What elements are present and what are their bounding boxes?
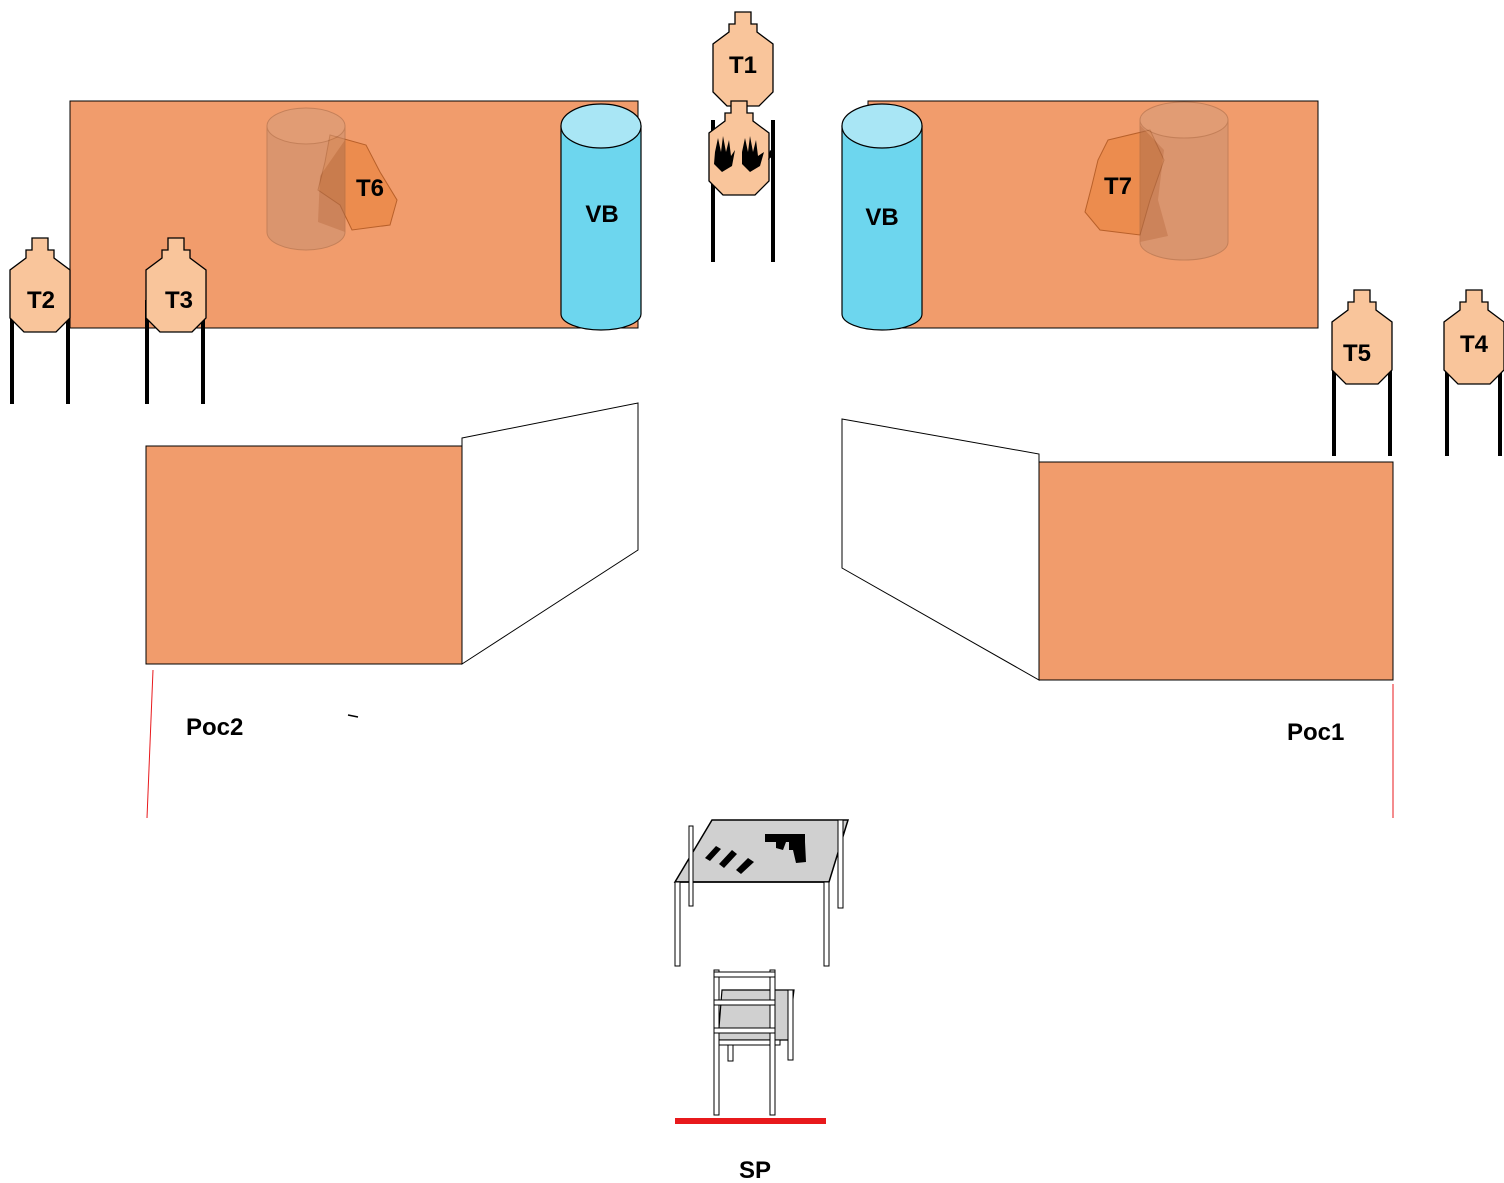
barrel-t6-cover — [266, 107, 346, 251]
target-t3-label: T3 — [165, 287, 193, 314]
target-t2-label: T2 — [27, 287, 55, 314]
target-t2: T2 — [9, 237, 71, 404]
target-t3: T3 — [145, 237, 207, 404]
vertical-barrel-right-label: VB — [865, 204, 898, 231]
target-t4-label: T4 — [1460, 331, 1489, 358]
target-t5: T5 — [1331, 289, 1393, 456]
target-t1-label: T1 — [729, 52, 757, 79]
position-poc2-label: Poc2 — [186, 714, 243, 741]
target-t5-label: T5 — [1343, 340, 1371, 367]
stray-mark — [347, 714, 359, 718]
fault-line-left — [146, 669, 154, 819]
front-wall-left — [145, 402, 639, 665]
start-position-label: SP — [739, 1157, 771, 1183]
table-icon — [673, 819, 850, 967]
target-t6-label: T6 — [356, 175, 384, 202]
no-shoot-target — [708, 100, 775, 196]
vertical-barrel-left: VB — [560, 103, 642, 331]
target-t4: T4 — [1443, 289, 1504, 456]
front-wall-right — [841, 418, 1394, 681]
pistol-icon — [765, 834, 806, 863]
chair-icon — [713, 969, 795, 1116]
target-t7-label: T7 — [1104, 173, 1132, 200]
vertical-barrel-left-label: VB — [585, 201, 618, 228]
magazines-icon — [705, 846, 754, 874]
position-poc1-label: Poc1 — [1287, 719, 1344, 746]
hands-icon — [714, 136, 775, 172]
vertical-barrel-right: VB — [841, 103, 923, 331]
barrel-t7-cover — [1139, 101, 1229, 261]
